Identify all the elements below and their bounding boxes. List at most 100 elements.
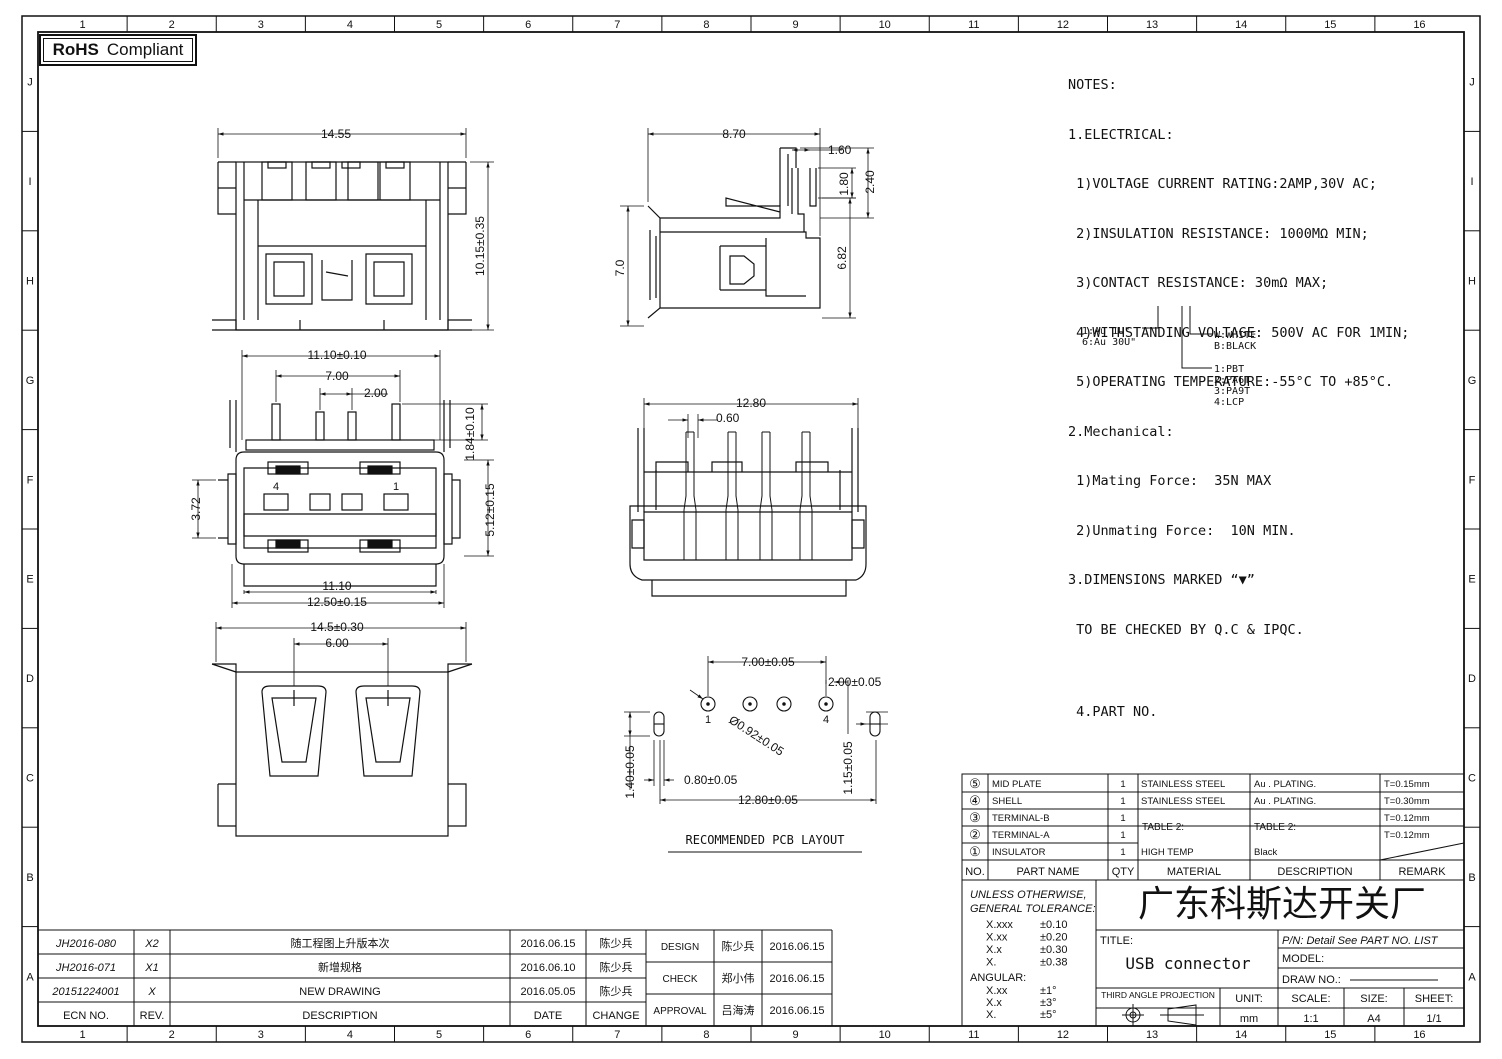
border-row-label: E [26, 574, 33, 586]
part-code-material: 4:LCP [1214, 397, 1244, 408]
scale-value: 1:1 [1303, 1013, 1318, 1025]
tolerance-key: X.xx [986, 985, 1008, 997]
bom-header-part: PART NAME [1017, 866, 1080, 878]
rev-date: 2016.06.15 [520, 938, 575, 950]
border-col-label: 7 [614, 1029, 620, 1041]
bom-desc: Black [1254, 847, 1277, 858]
dim-side-240: 2.40 [863, 170, 877, 194]
dim-front-200: 2.00 [364, 386, 388, 400]
rear-view-pins [683, 431, 813, 560]
border-col-label: 15 [1324, 1029, 1336, 1041]
pcb-pin-4: 4 [823, 714, 829, 726]
border-col-label: 13 [1146, 19, 1158, 31]
dim-bottom-600: 6.00 [325, 636, 349, 650]
border-col-label: 15 [1324, 19, 1336, 31]
sheet-value: 1/1 [1426, 1013, 1441, 1025]
border-row-label: J [27, 77, 33, 89]
notes-line: 3)CONTACT RESISTANCE: 30mΩ MAX; [1068, 275, 1329, 291]
pcb-layout [653, 696, 881, 737]
bom-qty: 1 [1120, 813, 1125, 824]
dim-pcb-200: 2.00±0.05 [828, 675, 882, 689]
bom-no: ③ [969, 810, 981, 825]
dim-pcb-700: 7.00±0.05 [741, 655, 795, 669]
tolerance-key: X. [986, 1009, 996, 1021]
revision-table [38, 929, 833, 1026]
bom-desc: Au . PLATING. [1254, 796, 1316, 807]
border-col-label: 3 [258, 19, 264, 31]
bom-no: ② [969, 827, 981, 842]
bom-header-no: NO. [965, 866, 985, 878]
border-row-label: C [26, 773, 34, 785]
part-code-plating: 6:Au 30U" [1082, 337, 1136, 348]
rev-rev: X1 [144, 962, 158, 974]
border-col-label: 6 [525, 19, 531, 31]
border-col-label: 14 [1235, 1029, 1247, 1041]
border-col-label: 7 [614, 19, 620, 31]
rev-date: 2016.06.10 [520, 962, 575, 974]
side-view-dims [620, 128, 874, 327]
border-row-label: D [1468, 673, 1476, 685]
border-row-label: C [1468, 773, 1476, 785]
notes-line: 2)Unmating Force: 10N MIN. [1068, 522, 1296, 539]
tolerance-value: ±0.10 [1040, 919, 1067, 931]
dim-side-682: 6.82 [835, 246, 849, 270]
bom-material: HIGH TEMP [1141, 847, 1194, 858]
tolerance-value: ±0.20 [1040, 932, 1067, 944]
dim-side-180: 1.80 [837, 172, 851, 196]
front-view-dims [192, 350, 494, 608]
bom-part: INSULATOR [992, 847, 1046, 858]
tolerance-title: UNLESS OTHERWISE, [970, 889, 1087, 901]
border-labels: 1122334455667788991010111112121313141415… [26, 19, 1477, 1041]
border-col-label: 10 [879, 1029, 891, 1041]
tolerance-key: X.xxx [986, 919, 1013, 931]
approval-role: DESIGN [661, 942, 699, 953]
tolerance-title: GENERAL TOLERANCE: [970, 903, 1096, 915]
dim-top-height: 10.15±0.35 [473, 216, 487, 276]
border-row-label: B [26, 872, 33, 884]
border-row-label: B [1468, 872, 1475, 884]
rev-change: 陈少兵 [600, 936, 633, 950]
bom-qty: 1 [1120, 830, 1125, 841]
rev-date: 2016.05.05 [520, 986, 575, 998]
notes-line: 1)VOLTAGE CURRENT RATING:2AMP,30V AC; [1068, 176, 1377, 192]
part-code-color: B:BLACK [1214, 341, 1256, 352]
dim-front-1110: 11.10±0.10 [307, 348, 366, 362]
unit-value: mm [1240, 1013, 1258, 1025]
border-col-label: 8 [703, 19, 709, 31]
bom-material: STAINLESS STEEL [1141, 779, 1225, 790]
rear-view [629, 428, 867, 597]
border-row-label: D [26, 673, 34, 685]
border-col-label: 9 [793, 19, 799, 31]
approval-name: 吕海涛 [722, 1003, 755, 1017]
bottom-view-dims [215, 622, 467, 686]
border-row-label: F [1469, 474, 1476, 486]
bottom-view [211, 663, 473, 837]
bom-header-remark: REMARK [1398, 866, 1446, 878]
bom-header-material: MATERIAL [1167, 866, 1221, 878]
notes-line: TO BE CHECKED BY Q.C & IPQC. [1068, 621, 1304, 638]
notes-line: 3.DIMENSIONS MARKED “▼” [1068, 572, 1255, 588]
border-col-label: 14 [1235, 19, 1247, 31]
bom-table2-material: TABLE 2: [1142, 822, 1184, 833]
rev-header-date: DATE [534, 1010, 563, 1022]
dim-side-width: 8.70 [722, 127, 746, 141]
approval-date: 2016.06.15 [769, 941, 824, 953]
model-label: MODEL: [1282, 953, 1324, 965]
dim-front-372: 3.72 [189, 497, 203, 521]
rev-desc: NEW DRAWING [299, 986, 380, 998]
part-code-material: 1:PBT [1214, 364, 1244, 375]
part-code-tree [1142, 306, 1212, 369]
border-col-label: 5 [436, 1029, 442, 1041]
tolerance-value: ±5° [1040, 1009, 1057, 1021]
dim-front-700: 7.00 [325, 369, 349, 383]
rev-ecn: JH2016-080 [55, 938, 117, 950]
bom-remark: T=0.12mm [1384, 830, 1430, 841]
dim-pcb-092: Ø0.92±0.05 [726, 713, 786, 759]
